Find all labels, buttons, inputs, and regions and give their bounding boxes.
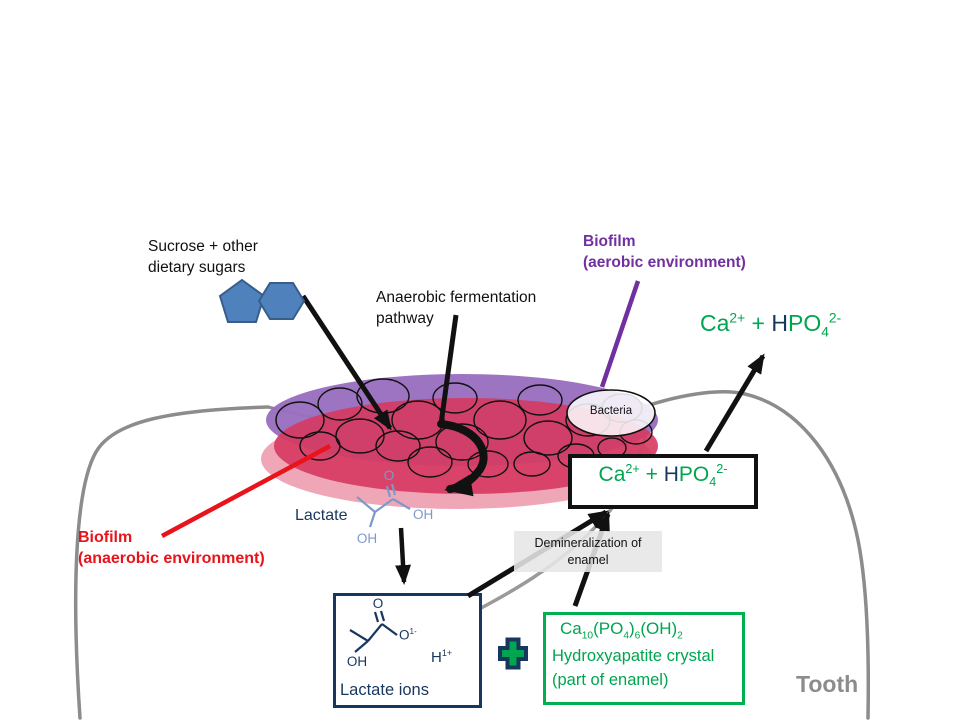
bacterium-circle <box>356 378 410 414</box>
hydrogen-ion: H1+ <box>431 648 453 666</box>
hydroxyapatite-formula: Ca10(PO4)6(OH)2 <box>560 619 683 642</box>
bacteria-label: Bacteria <box>589 405 633 417</box>
biofilm-aerobic-ellipse <box>266 374 658 466</box>
hydroxyapatite-name: Hydroxyapatite crystal <box>552 647 715 665</box>
sucrose-label: Sucrose + other dietary sugars <box>148 238 258 276</box>
demineralization-label: Demineralization of enamel <box>534 536 642 567</box>
lactate-atom-o: O <box>384 468 395 483</box>
bacterium-circle <box>435 423 489 461</box>
sugar-pentagon-icon <box>218 278 266 323</box>
lactate-atom-oh-below: OH <box>357 531 377 546</box>
bacterium-circle <box>391 400 445 440</box>
arrow-released-ions-to-free-ions <box>703 353 766 453</box>
plus-icon <box>498 637 528 670</box>
pathway-label: Anaerobic fermentation pathway <box>376 289 537 327</box>
fermentation-curved-arrow <box>437 420 488 497</box>
biofilm-anaerobic-label: Biofilm (anaerobic environment) <box>78 529 265 567</box>
bacterium-circle <box>517 384 563 416</box>
bacterium-circle <box>523 420 573 456</box>
lactate-ions-label: Lactate ions <box>340 681 429 699</box>
bacterium-circle <box>619 419 653 445</box>
bacterium-circle <box>299 431 341 461</box>
sugar-hexagon-icon <box>257 282 306 320</box>
lactate-label: Lactate <box>295 507 348 524</box>
bacterium-circle <box>513 451 551 477</box>
tooth-label: Tooth <box>796 671 859 697</box>
biofilm-aerobic-label: Biofilm (aerobic environment) <box>583 233 746 271</box>
fermentation-pathway-line <box>438 314 459 425</box>
bacterium-circle <box>375 430 421 462</box>
lactate-structure <box>356 483 411 528</box>
free-ions-formula: Ca2+ + HPO42- <box>700 310 842 340</box>
arrow-lactate-to-lactate-ions <box>395 527 412 585</box>
aerobic-leader-line <box>599 280 641 388</box>
bacterium-circle <box>317 387 363 421</box>
lactate-atom-oh-right: OH <box>413 507 433 522</box>
bacterium-circle <box>467 450 509 478</box>
bacterium-circle <box>407 446 453 478</box>
bacterium-circle <box>473 400 527 440</box>
bacterium-circle <box>432 382 478 414</box>
hydroxyapatite-subtitle: (part of enamel) <box>552 671 669 689</box>
lactate-ion-o-charge: O1- <box>399 627 417 643</box>
bacterium-circle <box>275 401 325 439</box>
released-ions-formula: Ca2+ + HPO42- <box>598 462 728 490</box>
bacterium-circle <box>335 418 385 454</box>
